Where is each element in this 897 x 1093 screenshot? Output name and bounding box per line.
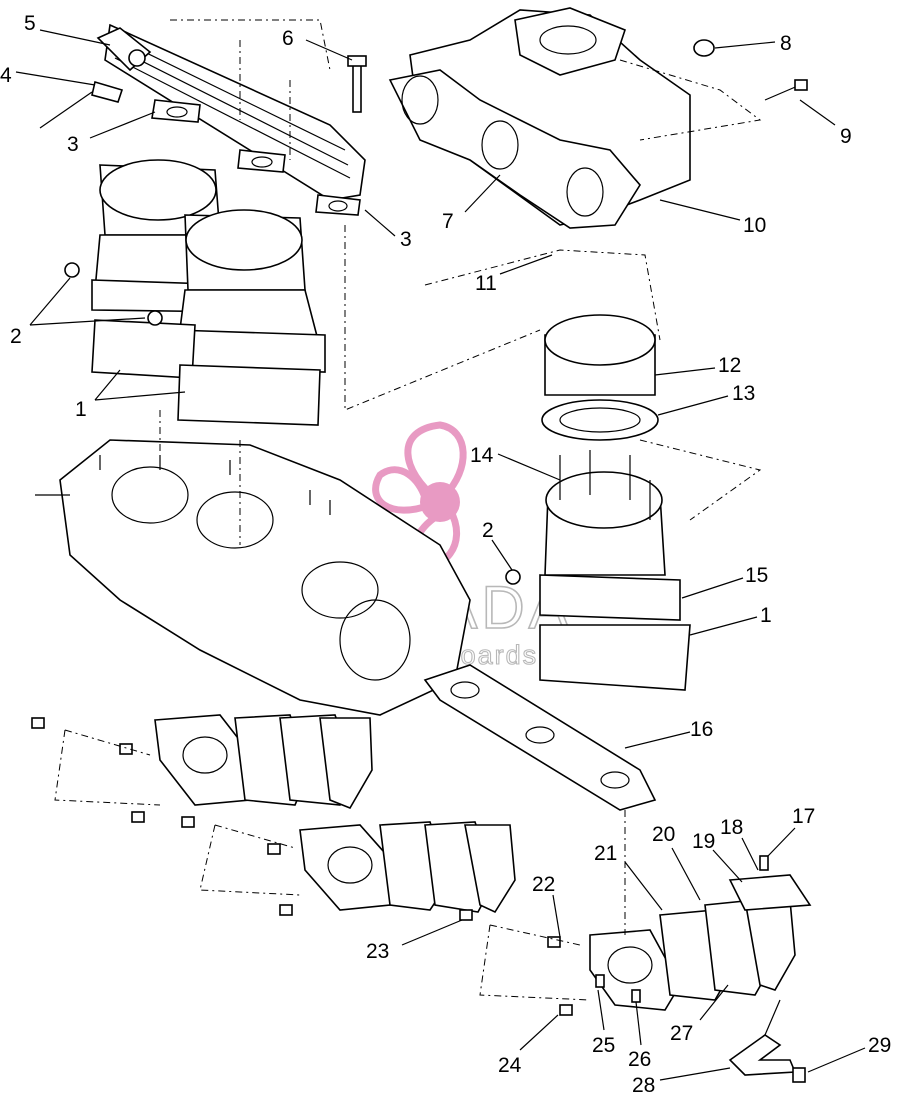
callout-2-mid: 2 <box>482 519 494 542</box>
callout-16: 16 <box>690 718 713 741</box>
reed-stop <box>728 874 812 911</box>
callout-14: 14 <box>470 444 494 467</box>
callout-5: 5 <box>24 12 36 35</box>
callout-3-top: 3 <box>67 133 79 156</box>
callouts: 5 4 3 6 3 7 8 9 10 2 1 11 12 13 14 2 15 … <box>0 12 891 1093</box>
bracket-bolt <box>792 1067 806 1083</box>
leader-lines <box>15 29 866 1081</box>
exhaust-bolt <box>764 79 808 101</box>
head-gasket-single <box>541 399 659 441</box>
exhaust-manifold <box>96 23 366 201</box>
callout-21: 21 <box>594 842 617 865</box>
callout-25: 25 <box>592 1034 615 1057</box>
reed-screw <box>759 855 769 871</box>
reed-valve-assembly-2 <box>299 821 516 914</box>
reed-valve-assembly-3 <box>589 899 796 1011</box>
callout-3-bottom: 3 <box>400 228 412 251</box>
callout-28: 28 <box>632 1074 655 1093</box>
exhaust-pipe <box>388 7 691 229</box>
intake-plate <box>423 664 657 811</box>
callout-4: 4 <box>0 64 12 87</box>
cylinder-head-right <box>174 209 326 373</box>
callout-7: 7 <box>442 210 454 233</box>
callout-26: 26 <box>628 1048 651 1071</box>
callout-24: 24 <box>498 1054 522 1077</box>
head-gaskets-left <box>91 319 321 426</box>
callout-23: 23 <box>366 940 389 963</box>
callout-29: 29 <box>868 1034 891 1057</box>
reed-valve-assembly-1 <box>154 714 373 809</box>
callout-1-mid: 1 <box>760 604 772 627</box>
callout-1-top: 1 <box>75 398 87 421</box>
callout-8: 8 <box>780 32 792 55</box>
manifold-bolt <box>347 55 367 113</box>
alignment-lines <box>54 19 762 1001</box>
bracket <box>728 999 797 1076</box>
callout-17: 17 <box>792 805 815 828</box>
manifold-gaskets <box>151 99 361 216</box>
nut <box>64 262 163 326</box>
fittings <box>31 717 641 1016</box>
callout-12: 12 <box>718 354 741 377</box>
callout-18: 18 <box>720 816 743 839</box>
callout-19: 19 <box>692 830 715 853</box>
crankcase <box>35 439 471 716</box>
callout-15: 15 <box>745 564 768 587</box>
nut-single <box>505 569 521 585</box>
base-gasket-single <box>539 624 691 691</box>
callout-13: 13 <box>732 382 755 405</box>
callout-10: 10 <box>743 214 766 237</box>
callout-22: 22 <box>532 873 555 896</box>
cylinder-head-single <box>544 314 656 396</box>
callout-6: 6 <box>282 27 294 50</box>
temp-sensor <box>39 80 124 129</box>
cylinder-single <box>539 450 681 621</box>
callout-9: 9 <box>840 125 852 148</box>
callout-11: 11 <box>475 272 497 295</box>
callout-20: 20 <box>652 823 675 846</box>
exhaust-plug <box>693 39 715 57</box>
callout-2-top: 2 <box>10 325 22 348</box>
callout-27: 27 <box>670 1022 693 1045</box>
